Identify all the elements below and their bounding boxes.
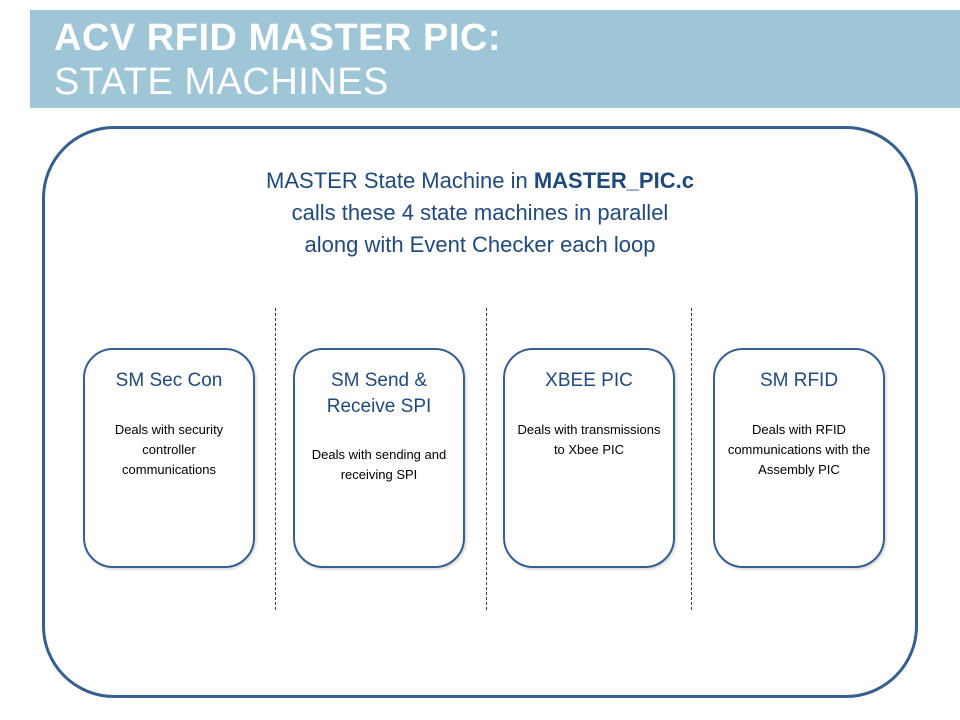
slide-header: ACV RFID MASTER PIC: STATE MACHINES: [30, 10, 960, 108]
header-title-line1: ACV RFID MASTER PIC:: [54, 17, 501, 59]
master-title-line1-pre: MASTER State Machine in: [266, 168, 534, 193]
box-body: Deals with security controller communica…: [114, 421, 224, 477]
master-title: MASTER State Machine in MASTER_PIC.c cal…: [45, 165, 915, 261]
box-title: SM RFID: [759, 370, 839, 391]
master-state-machine-frame: MASTER State Machine in MASTER_PIC.c cal…: [42, 126, 918, 698]
dashed-separator-2: [486, 308, 487, 610]
state-machine-box-xbee-pic: XBEE PIC Deals with transmissions to Xbe…: [503, 348, 675, 568]
master-title-line3: along with Event Checker each loop: [304, 231, 656, 257]
master-title-line2: calls these 4 state machines in parallel: [291, 199, 669, 225]
box-title: SM Send & Receive SPI: [326, 370, 432, 417]
dashed-separator-3: [691, 308, 692, 610]
dashed-separator-1: [275, 308, 276, 610]
box-body: Deals with transmissions to Xbee PIC: [517, 421, 661, 457]
box-body: Deals with RFID communications with the …: [727, 421, 871, 477]
state-machine-box-sm-rfid: SM RFID Deals with RFID communications w…: [713, 348, 885, 568]
box-title: SM Sec Con: [115, 370, 223, 391]
state-machine-box-sm-sec-con: SM Sec Con Deals with security controlle…: [83, 348, 255, 568]
header-title-line2: STATE MACHINES: [54, 61, 389, 103]
state-machine-box-sm-send-receive-spi: SM Send & Receive SPI Deals with sending…: [293, 348, 465, 568]
box-body: Deals with sending and receiving SPI: [311, 447, 447, 483]
master-title-line1-bold: MASTER_PIC.c: [533, 168, 694, 193]
box-title: XBEE PIC: [545, 370, 633, 391]
